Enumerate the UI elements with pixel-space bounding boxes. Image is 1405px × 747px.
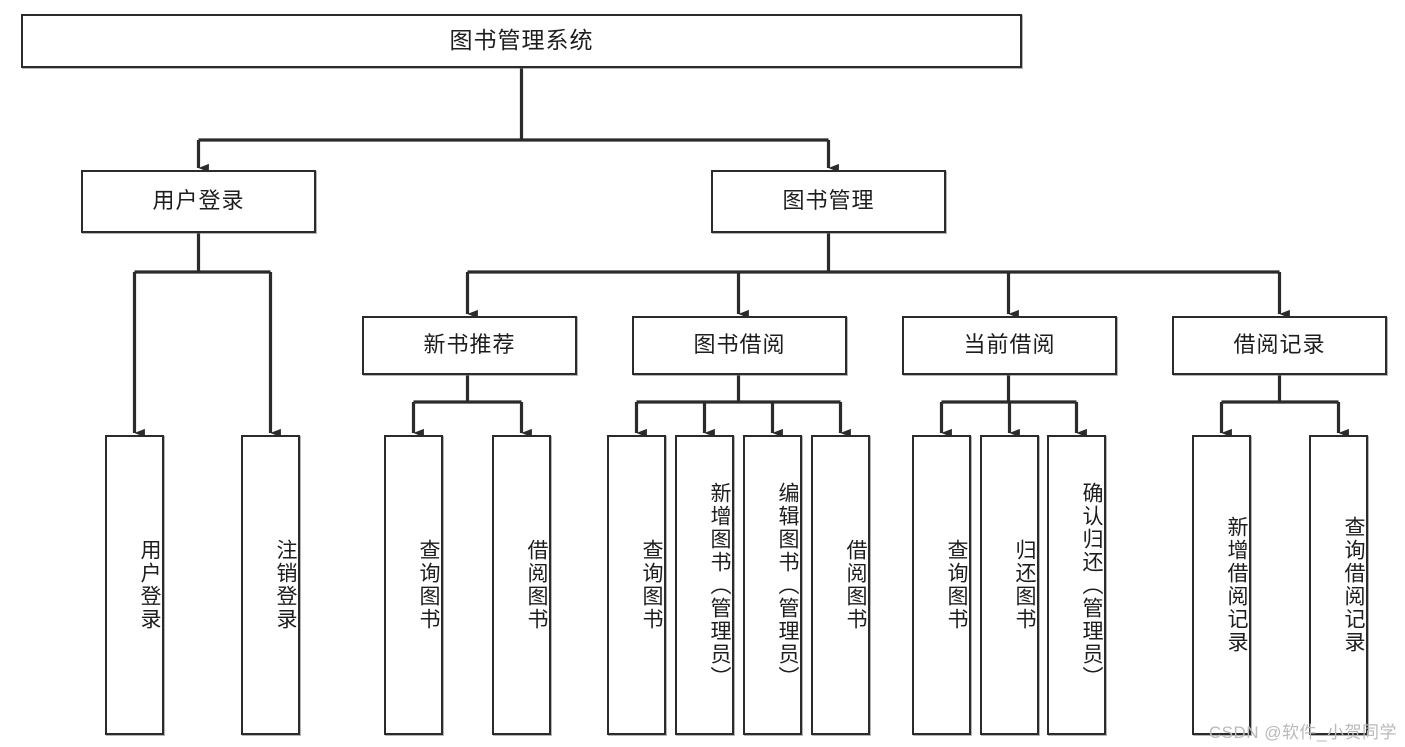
node-leaf-query-book-1[interactable]: 查询图书 <box>384 435 443 735</box>
node-current-borrow-label: 当前借阅 <box>963 332 1056 358</box>
node-leaf-edit-book[interactable]: 编辑图书（管理员） <box>743 435 802 735</box>
node-book-borrow-label: 图书借阅 <box>693 332 786 358</box>
node-leaf-user-login-label: 用户登录 <box>138 539 161 631</box>
node-book-manage[interactable]: 图书管理 <box>711 170 946 233</box>
node-leaf-query-book-3-label: 查询图书 <box>945 539 968 631</box>
node-leaf-query-record[interactable]: 查询借阅记录 <box>1309 435 1368 735</box>
node-user-login-label: 用户登录 <box>152 188 245 214</box>
node-book-manage-label: 图书管理 <box>782 188 875 214</box>
node-leaf-query-book-2-label: 查询图书 <box>640 539 663 631</box>
node-root[interactable]: 图书管理系统 <box>21 14 1022 68</box>
node-leaf-add-book-label: 新增图书（管理员） <box>708 481 731 689</box>
node-leaf-add-record-label: 新增借阅记录 <box>1225 516 1248 654</box>
node-leaf-return-book-label: 归还图书 <box>1013 539 1036 631</box>
node-new-book-recommend[interactable]: 新书推荐 <box>362 316 577 375</box>
node-leaf-user-login[interactable]: 用户登录 <box>105 435 164 735</box>
node-leaf-query-book-1-label: 查询图书 <box>417 539 440 631</box>
node-leaf-confirm-return-label: 确认归还（管理员） <box>1080 481 1103 689</box>
node-leaf-add-record[interactable]: 新增借阅记录 <box>1192 435 1251 735</box>
node-leaf-edit-book-label: 编辑图书（管理员） <box>776 481 799 689</box>
csdn-watermark: CSDN @软件_小贺同学 <box>1208 723 1397 742</box>
node-leaf-borrow-book-2[interactable]: 借阅图书 <box>811 435 870 735</box>
node-leaf-borrow-book-2-label: 借阅图书 <box>844 539 867 631</box>
node-leaf-query-record-label: 查询借阅记录 <box>1342 516 1365 654</box>
node-book-borrow[interactable]: 图书借阅 <box>632 316 847 375</box>
node-borrow-record[interactable]: 借阅记录 <box>1172 316 1387 375</box>
node-root-label: 图书管理系统 <box>449 27 594 54</box>
node-borrow-record-label: 借阅记录 <box>1233 332 1326 358</box>
node-leaf-borrow-book-1-label: 借阅图书 <box>525 539 548 631</box>
node-leaf-query-book-3[interactable]: 查询图书 <box>912 435 971 735</box>
node-leaf-add-book[interactable]: 新增图书（管理员） <box>675 435 734 735</box>
node-new-book-recommend-label: 新书推荐 <box>423 332 516 358</box>
node-leaf-confirm-return[interactable]: 确认归还（管理员） <box>1047 435 1106 735</box>
node-leaf-query-book-2[interactable]: 查询图书 <box>607 435 666 735</box>
node-leaf-borrow-book-1[interactable]: 借阅图书 <box>492 435 551 735</box>
node-leaf-user-logout[interactable]: 注销登录 <box>241 435 300 735</box>
node-leaf-user-logout-label: 注销登录 <box>274 539 297 631</box>
node-leaf-return-book[interactable]: 归还图书 <box>980 435 1039 735</box>
node-current-borrow[interactable]: 当前借阅 <box>902 316 1117 375</box>
node-user-login[interactable]: 用户登录 <box>81 170 316 233</box>
